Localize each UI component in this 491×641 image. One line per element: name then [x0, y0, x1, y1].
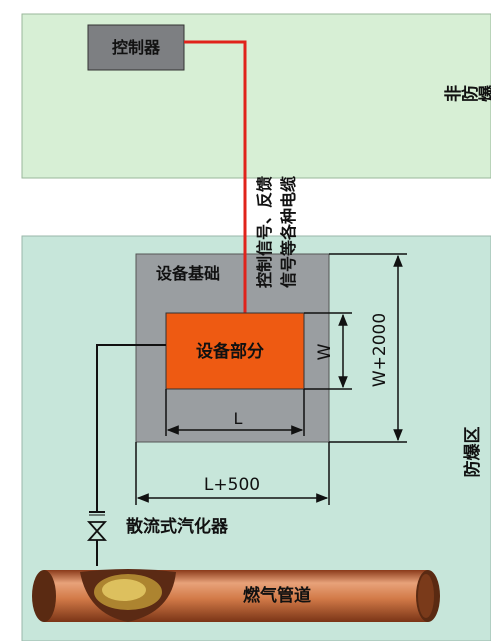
controller-box: [87, 24, 185, 71]
vaporizer-label: 散流式汽化器: [126, 516, 229, 537]
dim-lplus-label: L+500: [204, 475, 260, 495]
vaporizer-diffuser: [80, 569, 176, 622]
cable-label-line2: 信号等各种电缆: [279, 176, 298, 288]
equipment-box: [165, 312, 305, 390]
controller-label: 控制器: [112, 38, 161, 57]
non-explosion-zone-label: 非防爆区: [443, 86, 491, 107]
dim-l-label: L: [234, 409, 243, 428]
dim-wplus-label: W+2000: [370, 313, 390, 387]
gas-line: [96, 344, 166, 512]
explosion-zone-label: 防爆区: [462, 427, 483, 478]
pipe-label: 燃气管道: [243, 585, 311, 606]
valve-icon: [86, 511, 108, 566]
cable-label-line1: 控制信号、反馈: [255, 176, 274, 288]
equipment-base-label: 设备基础: [156, 264, 220, 283]
control-cable: [184, 40, 247, 314]
equipment-label: 设备部分: [196, 341, 264, 362]
dim-w-label: W: [315, 343, 335, 360]
